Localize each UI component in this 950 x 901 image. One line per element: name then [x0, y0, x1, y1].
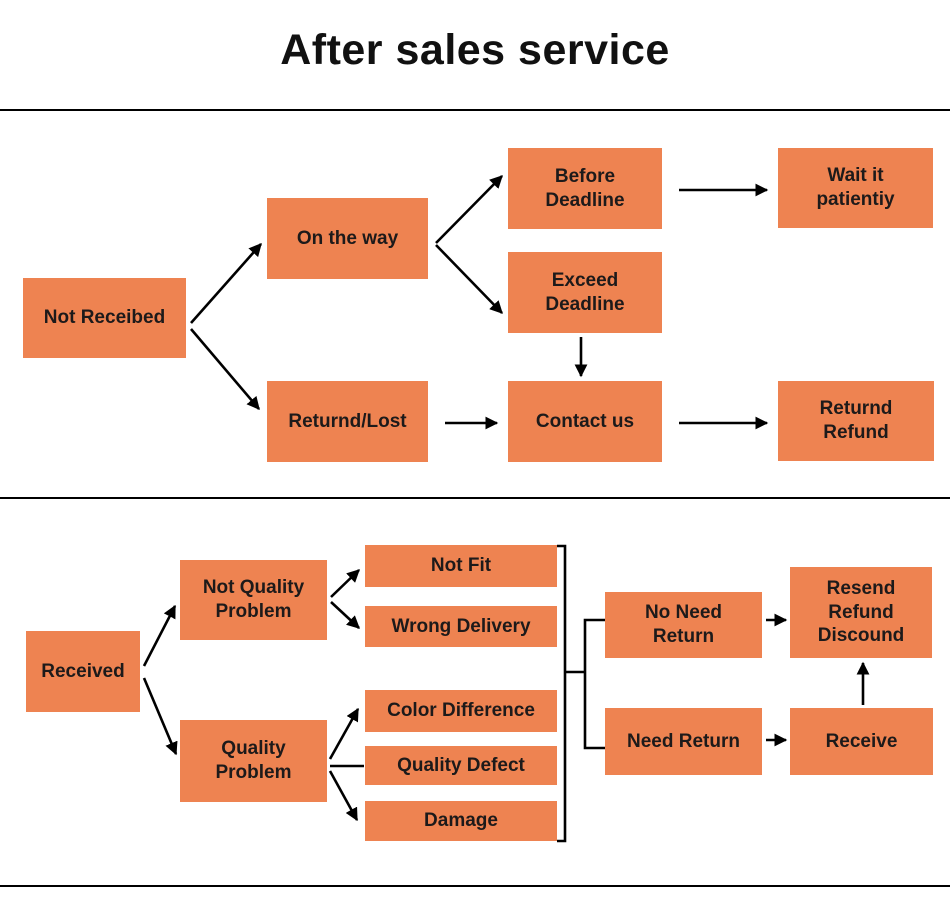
arrow-received-to-not-quality-problem: [142, 604, 177, 667]
node-label: Not Fit: [430, 555, 492, 577]
node-label: Returnd Refund: [819, 398, 893, 443]
node-not-fit: Not Fit: [365, 545, 557, 587]
divider-bottom: [0, 885, 950, 887]
node-on-the-way: On the way: [267, 198, 428, 279]
node-label: Not Quality Problem: [202, 577, 305, 622]
node-label: Need Return: [627, 730, 740, 752]
node-label: Returnd/Lost: [288, 410, 407, 432]
arrow-nqp-to-not-fit: [330, 569, 360, 598]
page-title: After sales service: [280, 26, 670, 74]
node-no-need-return: No Need Return: [605, 592, 762, 658]
node-quality-defect: Quality Defect: [365, 746, 557, 785]
arrow-qp-to-damage: [328, 770, 359, 822]
arrow-on-the-way-to-before-deadline: [435, 175, 503, 244]
node-label: Receive: [825, 730, 898, 752]
node-returned-lost: Returnd/Lost: [267, 381, 428, 462]
node-label: Resend Refund Discound: [817, 577, 905, 647]
node-not-quality-problem: Not Quality Problem: [180, 560, 327, 640]
node-damage: Damage: [365, 801, 557, 841]
node-received: Received: [26, 631, 140, 712]
node-label: Contact us: [535, 410, 635, 432]
node-receive: Receive: [790, 708, 933, 775]
node-label: No Need Return: [644, 602, 723, 647]
arrow-not-received-to-on-the-way: [190, 243, 262, 324]
node-resend-refund-discount: Resend Refund Discound: [790, 567, 932, 658]
bracket-group-outcomes: [557, 544, 567, 843]
node-need-return: Need Return: [605, 708, 762, 775]
node-not-received: Not Receibed: [23, 278, 186, 358]
node-wait-it-patiently: Wait it patientiy: [778, 148, 933, 228]
node-contact-us: Contact us: [508, 381, 662, 462]
arrow-not-received-to-returned-lost: [190, 328, 260, 410]
arrow-qp-to-color-difference: [328, 707, 360, 760]
node-label: Wrong Delivery: [391, 615, 531, 637]
arrow-nqp-to-wrong-delivery: [330, 601, 360, 629]
node-label: Quality Problem: [215, 738, 292, 783]
node-label: On the way: [296, 227, 399, 249]
node-label: Damage: [424, 810, 498, 832]
fork-branches: [583, 618, 605, 750]
node-label: Wait it patientiy: [816, 165, 895, 210]
node-exceed-deadline: Exceed Deadline: [508, 252, 662, 333]
node-label: Before Deadline: [545, 165, 625, 211]
node-label: Quality Defect: [397, 754, 525, 776]
node-before-deadline: Before Deadline: [508, 148, 662, 229]
divider-top: [0, 109, 950, 111]
node-label: Received: [41, 660, 125, 682]
node-wrong-delivery: Wrong Delivery: [365, 606, 557, 647]
arrow-received-to-quality-problem: [142, 677, 178, 756]
node-label: Color Difference: [387, 700, 535, 722]
arrow-on-the-way-to-exceed-deadline: [435, 244, 503, 314]
divider-middle: [0, 497, 950, 499]
node-label: Exceed Deadline: [545, 269, 625, 315]
node-returned-refund: Returnd Refund: [778, 381, 934, 461]
node-color-difference: Color Difference: [365, 690, 557, 732]
node-quality-problem: Quality Problem: [180, 720, 327, 802]
node-label: Not Receibed: [43, 307, 166, 329]
